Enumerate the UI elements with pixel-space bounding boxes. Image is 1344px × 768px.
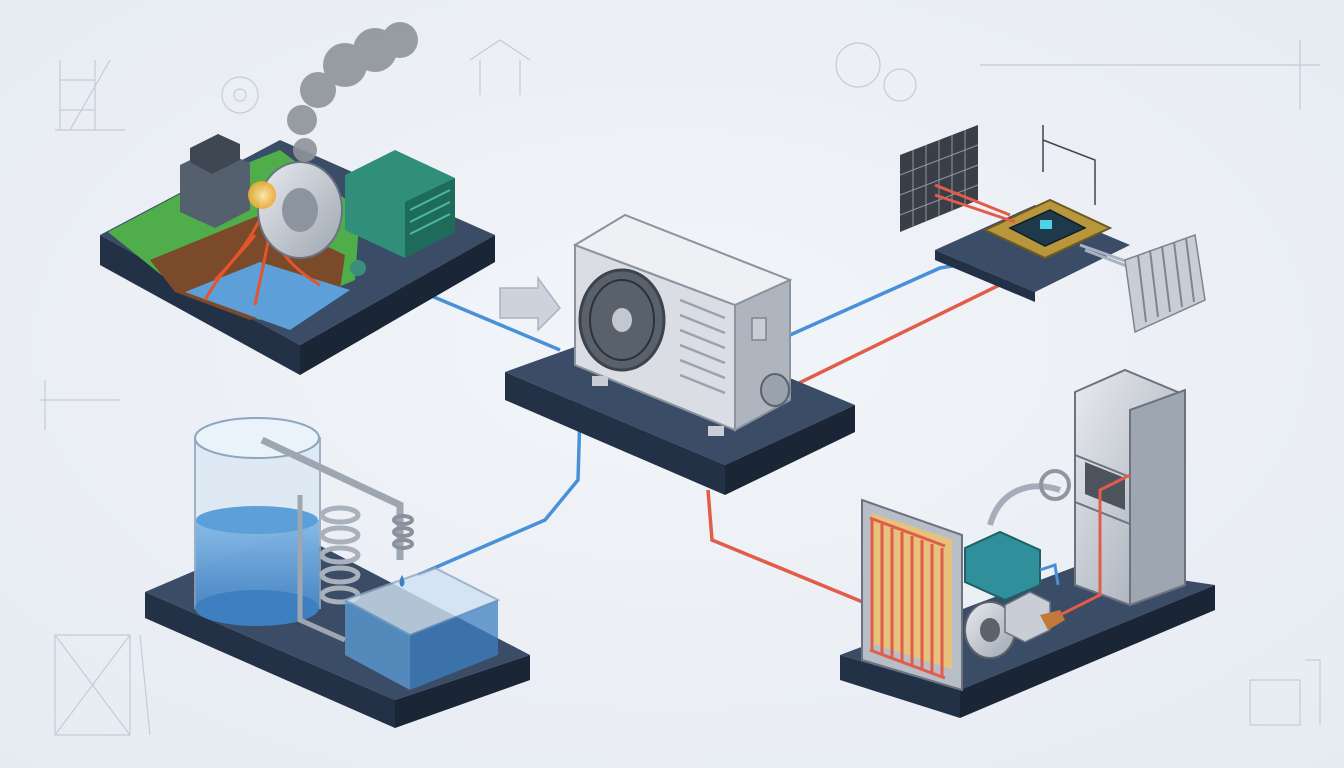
pipe-connector <box>761 374 789 406</box>
spark-glow <box>248 181 276 209</box>
valve-icon <box>350 260 366 276</box>
chip-glow <box>1040 220 1052 229</box>
